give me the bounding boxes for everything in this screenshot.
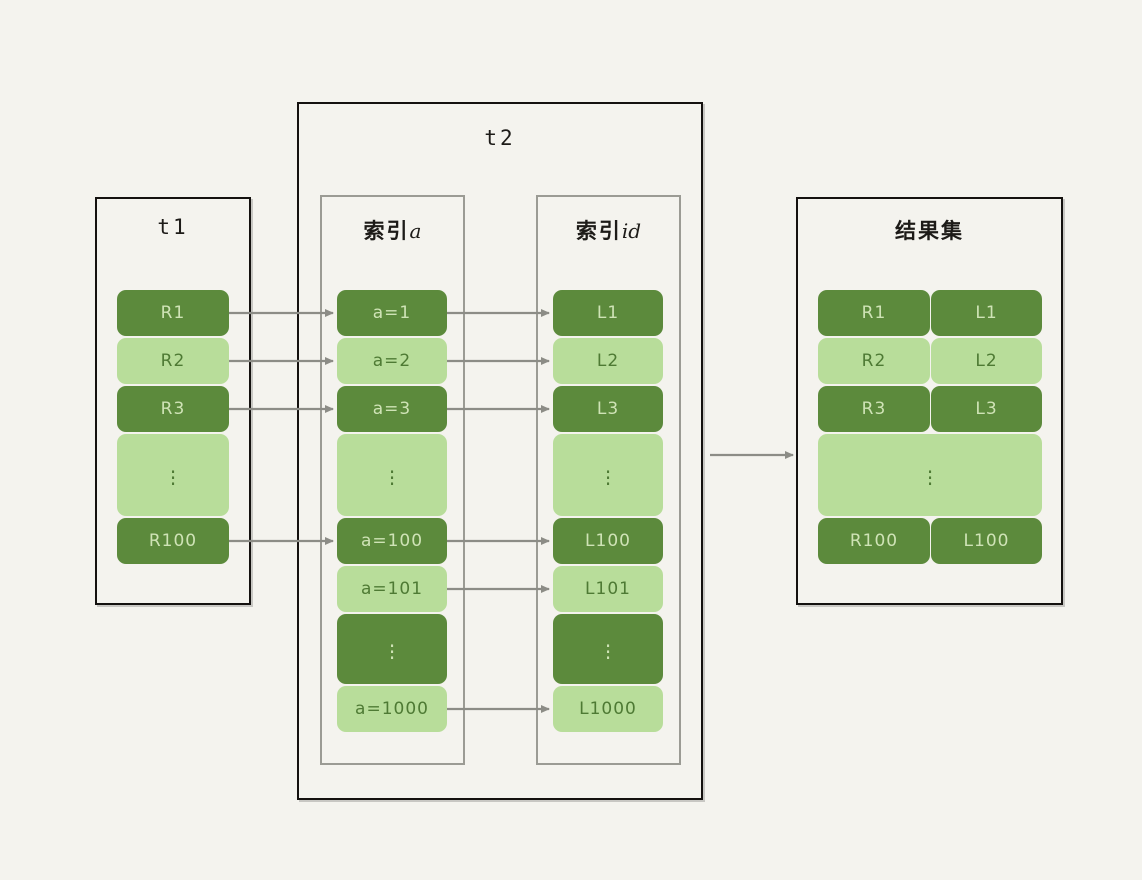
result-row-1-left-label: R1 bbox=[861, 303, 887, 323]
result-row-2-right: L2 bbox=[931, 338, 1042, 384]
index-a-row-a3-label: a=3 bbox=[372, 399, 412, 419]
t1-row-r100-label: R100 bbox=[148, 531, 198, 551]
index-id-row-l101: L101 bbox=[553, 566, 663, 612]
panel-index-id-title: 索引id bbox=[538, 215, 679, 245]
index-id-row-l1000-label: L1000 bbox=[579, 699, 637, 719]
index-id-row-l1000: L1000 bbox=[553, 686, 663, 732]
index-a-row-a101: a=101 bbox=[337, 566, 447, 612]
ellipsis-icon: ... bbox=[388, 454, 396, 490]
panel-index-a-title: 索引a bbox=[322, 215, 463, 245]
t1-row-r100: R100 bbox=[117, 518, 229, 564]
index-id-row-l2-label: L2 bbox=[596, 351, 620, 371]
index-id-row-ellipsis-1: ... bbox=[553, 434, 663, 516]
index-a-row-a1-label: a=1 bbox=[372, 303, 412, 323]
index-id-row-l3-label: L3 bbox=[596, 399, 620, 419]
ellipsis-icon: ... bbox=[604, 454, 612, 490]
index-a-row-a1: a=1 bbox=[337, 290, 447, 336]
result-row-3-left-label: R3 bbox=[861, 399, 887, 419]
t1-row-ellipsis: ... bbox=[117, 434, 229, 516]
index-a-row-a2-label: a=2 bbox=[372, 351, 412, 371]
index-id-row-l100: L100 bbox=[553, 518, 663, 564]
ellipsis-icon: ... bbox=[388, 628, 396, 664]
ellipsis-icon: ... bbox=[926, 454, 934, 490]
result-row-2-left-label: R2 bbox=[861, 351, 887, 371]
t1-row-r1-label: R1 bbox=[160, 303, 186, 323]
ellipsis-icon: ... bbox=[604, 628, 612, 664]
result-row-1-right-label: L1 bbox=[975, 303, 998, 323]
result-row-3-left: R3 bbox=[818, 386, 930, 432]
result-row-5-left: R100 bbox=[818, 518, 930, 564]
panel-t2-title: t2 bbox=[484, 126, 516, 150]
index-a-row-a100: a=100 bbox=[337, 518, 447, 564]
result-row-2-left: R2 bbox=[818, 338, 930, 384]
index-id-row-l1-label: L1 bbox=[596, 303, 620, 323]
index-id-row-l1: L1 bbox=[553, 290, 663, 336]
t1-row-r2-label: R2 bbox=[160, 351, 186, 371]
index-a-row-a2: a=2 bbox=[337, 338, 447, 384]
panel-t1-title: t1 bbox=[157, 215, 189, 239]
result-row-5-right-label: L100 bbox=[963, 531, 1010, 551]
t1-row-r1: R1 bbox=[117, 290, 229, 336]
ellipsis-icon: ... bbox=[169, 454, 177, 490]
index-id-row-l100-label: L100 bbox=[585, 531, 631, 551]
result-row-3-right-label: L3 bbox=[975, 399, 998, 419]
index-id-row-ellipsis-2: ... bbox=[553, 614, 663, 684]
t1-row-r3-label: R3 bbox=[160, 399, 186, 419]
index-id-row-l2: L2 bbox=[553, 338, 663, 384]
panel-result-set-title: 结果集 bbox=[895, 218, 964, 243]
result-row-2-right-label: L2 bbox=[975, 351, 998, 371]
panel-index-a-title-suffix: a bbox=[409, 219, 422, 243]
panel-index-id-title-suffix: id bbox=[621, 219, 642, 243]
index-a-row-a1000-label: a=1000 bbox=[355, 699, 429, 719]
index-a-row-ellipsis-2: ... bbox=[337, 614, 447, 684]
index-a-row-a101-label: a=101 bbox=[360, 579, 424, 599]
result-row-1-right: L1 bbox=[931, 290, 1042, 336]
index-a-row-a100-label: a=100 bbox=[360, 531, 424, 551]
t1-row-r3: R3 bbox=[117, 386, 229, 432]
result-row-3-right: L3 bbox=[931, 386, 1042, 432]
result-row-5-left-label: R100 bbox=[849, 531, 899, 551]
result-row-ellipsis: ... bbox=[818, 434, 1042, 516]
result-row-5-right: L100 bbox=[931, 518, 1042, 564]
index-id-row-l3: L3 bbox=[553, 386, 663, 432]
result-row-1-left: R1 bbox=[818, 290, 930, 336]
index-id-row-l101-label: L101 bbox=[585, 579, 631, 599]
t1-row-r2: R2 bbox=[117, 338, 229, 384]
index-a-row-ellipsis-1: ... bbox=[337, 434, 447, 516]
panel-index-id-title-text: 索引 bbox=[575, 218, 622, 243]
index-a-row-a1000: a=1000 bbox=[337, 686, 447, 732]
panel-index-a-title-text: 索引 bbox=[363, 218, 410, 243]
index-a-row-a3: a=3 bbox=[337, 386, 447, 432]
